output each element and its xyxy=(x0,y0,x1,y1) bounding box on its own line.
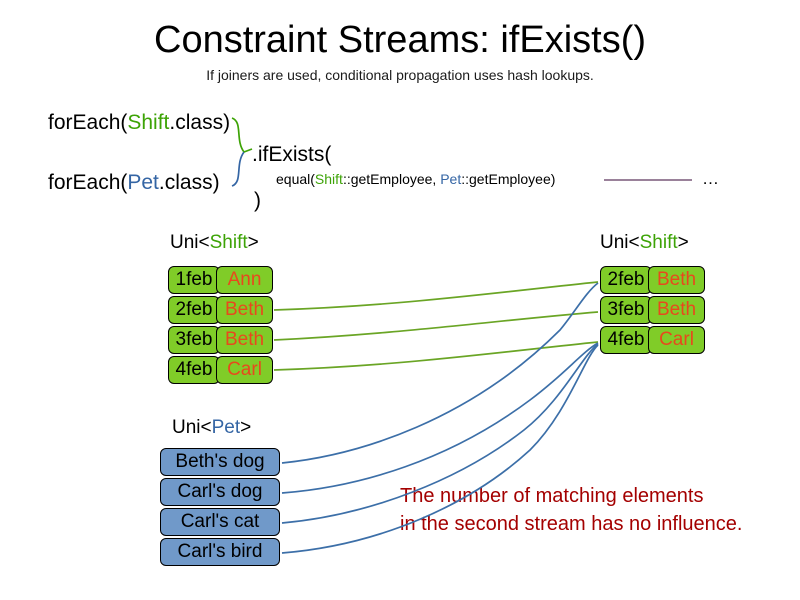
label-pet-type: Pet xyxy=(211,417,241,438)
pet-cell: Beth's dog xyxy=(160,448,280,476)
shift-name-cell: Ann xyxy=(216,266,273,294)
brace-lower-icon xyxy=(231,151,245,187)
code-foreach-shift: forEach(Shift.class) xyxy=(48,110,230,135)
pet-cell: Carl's dog xyxy=(160,478,280,506)
label-left-type: Shift xyxy=(209,232,248,253)
label-left-prefix: Uni< xyxy=(170,232,210,253)
wire-shift-3feb xyxy=(273,311,599,341)
page-title: Constraint Streams: ifExists() xyxy=(154,19,646,61)
shift-date-cell: 1feb xyxy=(168,266,220,294)
wire-pet-beths-dog xyxy=(281,282,599,464)
label-pet-stream: Uni<Pet> xyxy=(172,417,251,439)
code-foreach-pet-suffix: .class) xyxy=(158,171,220,194)
brace-upper-icon xyxy=(231,117,245,153)
code-equal-joiner: equal(Shift::getEmployee, Pet::getEmploy… xyxy=(276,170,555,188)
shift-name-cell: Beth xyxy=(216,326,273,354)
ellipsis-label: … xyxy=(702,169,719,188)
shift-date-cell: 4feb xyxy=(168,356,220,384)
wire-shift-2feb xyxy=(273,281,599,311)
shift-date-cell: 2feb xyxy=(168,296,220,324)
code-equal-pet-method: ::getEmployee) xyxy=(461,171,556,187)
code-type-pet: Pet xyxy=(127,171,159,194)
code-foreach-shift-suffix: .class) xyxy=(169,111,231,134)
code-type-shift: Shift xyxy=(127,111,170,134)
code-equal-pet-type: Pet xyxy=(440,171,462,187)
annotation-line-1: The number of matching elements xyxy=(400,485,704,507)
code-equal-prefix: equal( xyxy=(276,171,315,187)
label-right-shift-stream: Uni<Shift> xyxy=(600,232,689,254)
shift-name-cell: Beth xyxy=(216,296,273,324)
shift-date-cell: 3feb xyxy=(600,296,652,324)
label-right-type: Shift xyxy=(639,232,678,253)
wire-pet-carls-dog xyxy=(281,342,599,494)
shift-date-cell: 2feb xyxy=(600,266,652,294)
shift-date-cell: 3feb xyxy=(168,326,220,354)
label-left-suffix: > xyxy=(247,232,259,253)
code-foreach-shift-prefix: forEach( xyxy=(48,111,128,134)
shift-name-cell: Carl xyxy=(216,356,273,384)
code-foreach-pet: forEach(Pet.class) xyxy=(48,170,220,195)
label-left-shift-stream: Uni<Shift> xyxy=(170,232,259,254)
code-equal-shift-type: Shift xyxy=(314,171,343,187)
shift-date-cell: 4feb xyxy=(600,326,652,354)
code-ifexists: .ifExists( xyxy=(252,143,332,166)
brace-tip-icon xyxy=(243,148,253,153)
label-right-prefix: Uni< xyxy=(600,232,640,253)
wire-shift-4feb xyxy=(273,341,599,371)
label-right-suffix: > xyxy=(677,232,689,253)
annotation-line-2: in the second stream has no influence. xyxy=(400,513,743,535)
code-equal-shift-method: ::getEmployee, xyxy=(342,171,441,187)
label-pet-suffix: > xyxy=(240,417,252,438)
shift-name-cell: Beth xyxy=(648,296,705,324)
shift-name-cell: Carl xyxy=(648,326,705,354)
code-close-paren: ) xyxy=(254,189,261,212)
annotation-note: The number of matching elements in the s… xyxy=(400,482,742,538)
page-subtitle: If joiners are used, conditional propaga… xyxy=(206,67,594,83)
pet-cell: Carl's cat xyxy=(160,508,280,536)
label-pet-prefix: Uni< xyxy=(172,417,212,438)
pet-cell: Carl's bird xyxy=(160,538,280,566)
code-foreach-pet-prefix: forEach( xyxy=(48,171,128,194)
shift-name-cell: Beth xyxy=(648,266,705,294)
